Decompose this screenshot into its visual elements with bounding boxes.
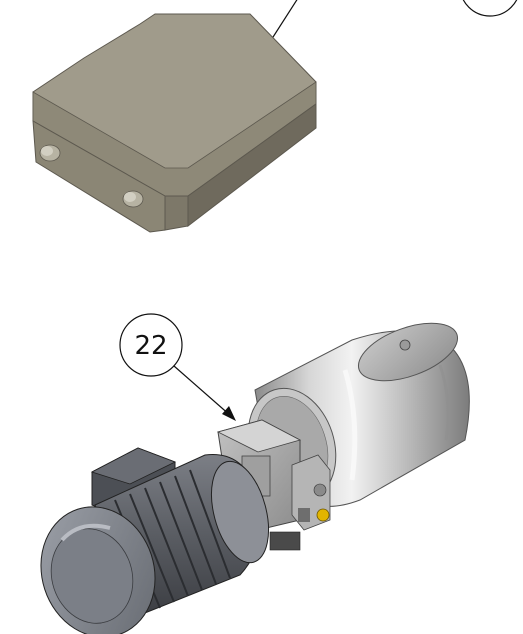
- cover-bolt-left: [39, 144, 61, 162]
- cover-bolt-right: [122, 190, 144, 208]
- cover-side-face: [187, 103, 317, 228]
- callout-22-arrowhead: [222, 406, 236, 421]
- callout-22: 22: [119, 313, 236, 421]
- motor-flange: [211, 460, 269, 564]
- callout-top-bubble: [462, 0, 518, 17]
- yellow-fitting: [316, 508, 330, 522]
- callout-22-bubble: [119, 313, 183, 377]
- tank-lid: [357, 322, 459, 382]
- cover-corner-face: [164, 195, 189, 231]
- hydraulic-power-unit: 22: [40, 313, 470, 634]
- callout-22-leader: [173, 365, 232, 417]
- cover-block: [32, 13, 317, 233]
- callout-top: [262, 0, 518, 54]
- electric-motor: [40, 447, 269, 634]
- tank-filler-cap: [399, 339, 411, 351]
- callout-22-number: 22: [134, 331, 167, 361]
